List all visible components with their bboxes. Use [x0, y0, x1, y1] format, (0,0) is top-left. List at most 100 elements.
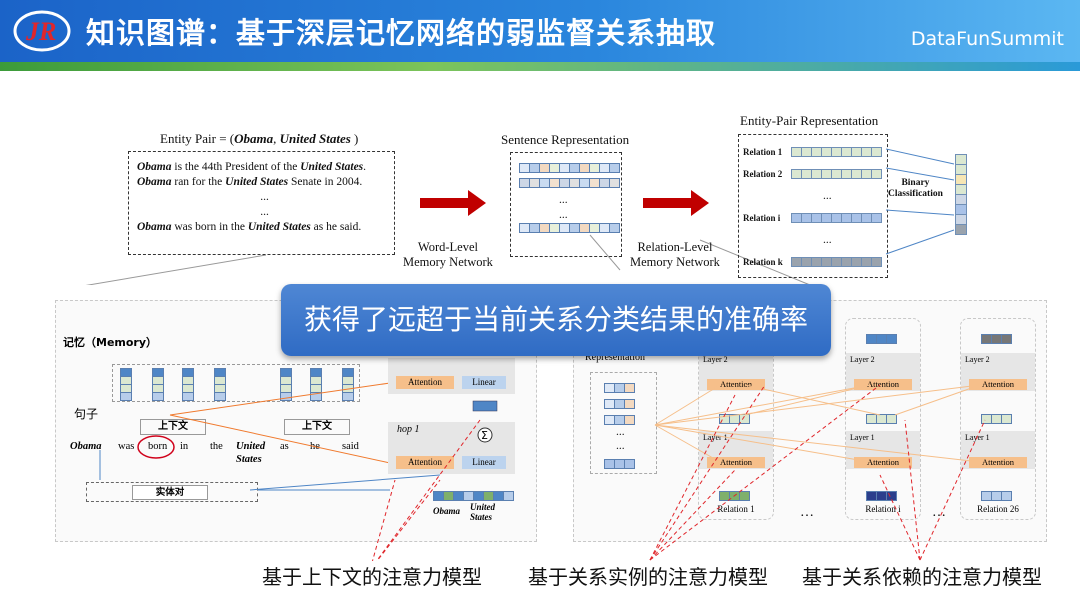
word-token: Obama: [70, 441, 102, 452]
right-arrow-icon: [420, 190, 486, 216]
vector: [981, 486, 1012, 505]
linear-box-hop2: Linear: [462, 376, 506, 389]
entity-vectors: [433, 486, 514, 505]
word-memory-connectors: [99, 382, 441, 491]
sentence-rep-row: ...: [519, 205, 619, 221]
ellipsis: ...: [616, 440, 625, 452]
ellipsis: ...: [823, 234, 832, 246]
jr-logo-icon: JR: [13, 10, 71, 52]
memory-column: [182, 368, 194, 401]
attention-box: Attention: [707, 457, 765, 468]
rep-cell: [624, 459, 635, 469]
word-token: the: [210, 441, 223, 452]
attention-box: Attention: [707, 379, 765, 390]
vector-cell: [886, 414, 897, 424]
sum-nodes: Σ: [472, 400, 498, 443]
layer1-label: Layer 1: [850, 433, 875, 442]
logo-text: JR: [25, 17, 56, 46]
relation-col-label: Relation 26: [977, 504, 1019, 514]
rep-cell: [609, 178, 620, 188]
relation-label: Relation 1: [743, 147, 783, 157]
word-token: United States: [236, 441, 266, 465]
sentence-mid: ran for the: [171, 176, 226, 188]
entity-pair-e2: United States: [279, 131, 351, 146]
word-token: as: [280, 441, 289, 452]
relation-label: Relation 2: [743, 169, 783, 179]
relation-level-label: Relation-Level Memory Network: [630, 240, 720, 269]
binary-cell: [955, 224, 967, 235]
relation-label: Relation i: [743, 213, 781, 223]
sentence-rep-row: [519, 220, 620, 235]
sentence-e1: Obama: [137, 221, 172, 233]
sentence-end: as he said.: [310, 221, 362, 233]
memory-box: [112, 364, 360, 402]
attention-box: Attention: [854, 457, 912, 468]
sentence-e2: United States: [225, 176, 289, 188]
word-token: in: [180, 441, 189, 452]
relation-cell: [871, 257, 882, 267]
rep-row: [604, 378, 635, 394]
rep-cell: [609, 223, 620, 233]
vector-cell: [1001, 414, 1012, 424]
word-token: was: [118, 441, 135, 452]
vector-cell: [1001, 491, 1012, 501]
sentence-box: [128, 151, 395, 255]
born-circle-icon: [137, 435, 175, 459]
word-level-label: Word-Level Memory Network: [403, 240, 493, 269]
memory-label: 记忆（Memory）: [63, 336, 158, 349]
attention-box-hop2: Attention: [396, 376, 454, 389]
context-left: 上下文: [140, 419, 206, 435]
sentence-line: ...: [137, 190, 392, 205]
hop-label: hop 1: [397, 424, 420, 435]
sentence-rep-cells: ......: [519, 160, 620, 235]
vector: [866, 409, 897, 428]
sentence-mid: was born in the: [171, 221, 248, 233]
attention-box: Attention: [969, 379, 1027, 390]
representation-box: [590, 372, 657, 474]
sentence-line: ...: [137, 205, 392, 220]
vector-cell: [739, 491, 750, 501]
rep-cell: [624, 399, 635, 409]
relation-cell: [871, 213, 882, 223]
representation-label: Representation: [585, 352, 645, 363]
relation-label: Relation k: [743, 257, 783, 267]
sentence-e1: Obama: [137, 161, 172, 173]
page-title: 知识图谱：基于深层记忆网络的弱监督关系抽取: [86, 16, 717, 50]
obama-small-label: Obama: [433, 506, 460, 516]
memory-column: [342, 368, 354, 401]
caption-instance-attention: 基于关系实例的注意力模型: [522, 561, 774, 593]
ellipsis: ...: [559, 209, 568, 221]
sentence-e2: United States: [247, 221, 311, 233]
classification-lines: [885, 148, 955, 255]
sentence-rep-row: [519, 175, 620, 190]
entity-cell: [503, 491, 514, 501]
representation-cells: ......: [604, 378, 635, 470]
right-arrow-icon-2: [643, 190, 709, 216]
memory-cell: [342, 392, 354, 401]
entity-pair-close: ): [350, 131, 359, 146]
rep-row: [604, 394, 635, 410]
memory-cell: [214, 392, 226, 401]
layer2-label: Layer 2: [703, 355, 728, 364]
entity-pair-rep-box: [738, 134, 888, 278]
memory-cell: [120, 392, 132, 401]
sentence-rep-row: ...: [519, 190, 619, 206]
sentence-e1: Obama: [137, 176, 172, 188]
sentence-list: Obama is the 44th President of the Unite…: [137, 160, 392, 235]
relation-row: ...: [743, 185, 881, 207]
zoom-line-mid: [589, 234, 621, 271]
attention-box: Attention: [854, 379, 912, 390]
sentence-end: Senate in 2004.: [288, 176, 363, 188]
rep-cell: [609, 163, 620, 173]
sentence-rep-row: [519, 160, 620, 175]
memory-column: [310, 368, 322, 401]
entity-pair-e1: Obama: [234, 131, 274, 146]
memory-column: [280, 368, 292, 401]
binary-vector: [955, 154, 967, 235]
relation-cell: [871, 169, 882, 179]
layer1-label: Layer 1: [703, 433, 728, 442]
caption-dependency-attention: 基于关系依赖的注意力模型: [796, 561, 1048, 593]
vector-cell: [739, 414, 750, 424]
relation-row: Relation 1: [743, 141, 882, 163]
